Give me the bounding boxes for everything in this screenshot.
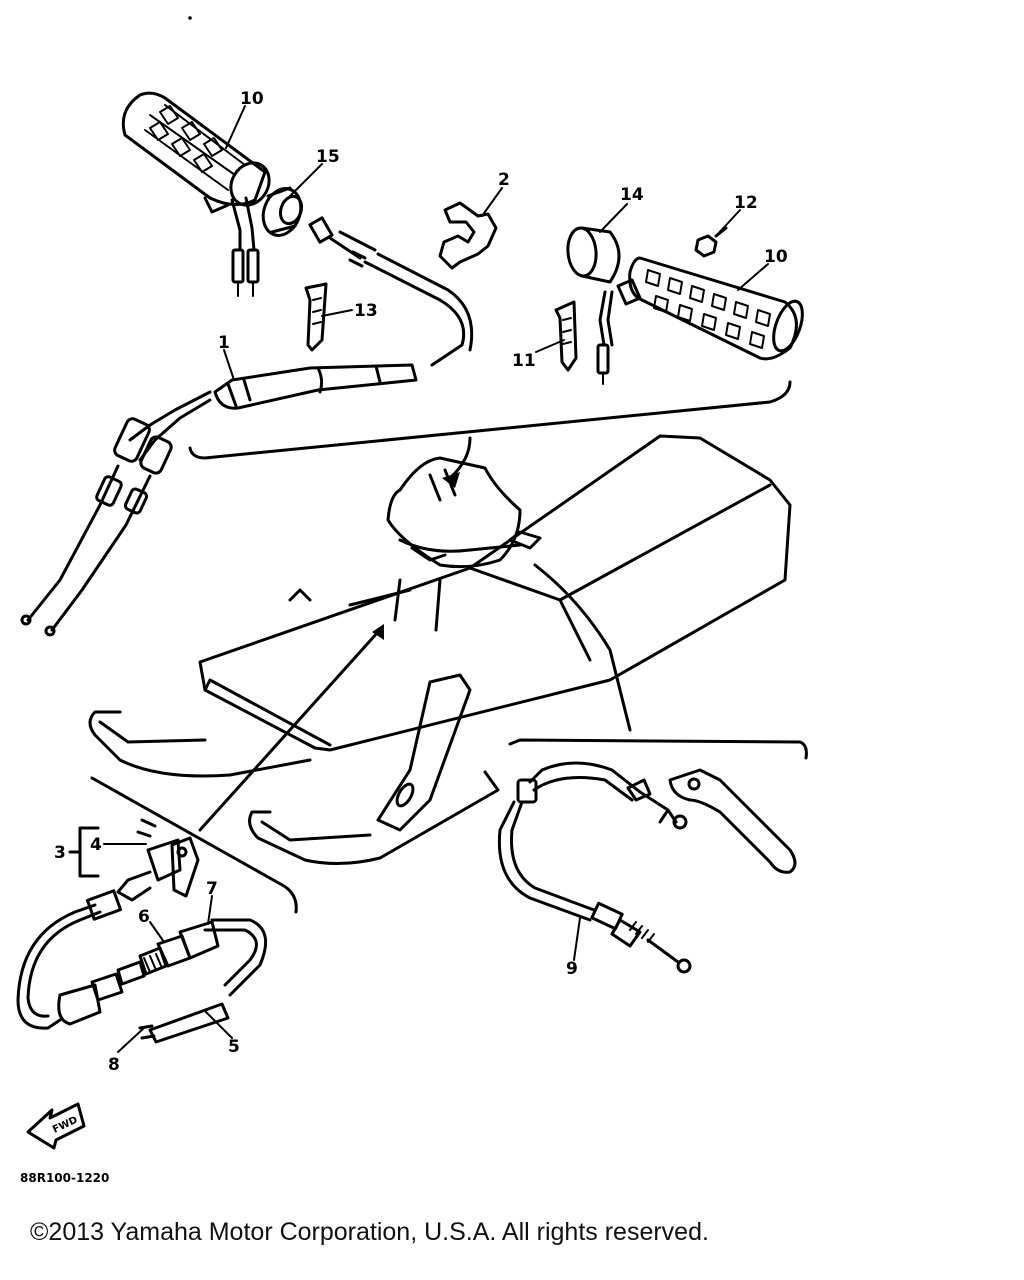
handlebar-1: [20, 363, 418, 637]
label-10-right: 10: [764, 247, 788, 267]
leader-lines: [117, 105, 769, 1053]
label-4: 4: [90, 835, 102, 855]
brake-cable-route: [533, 563, 632, 732]
snowmobile-body: [88, 434, 792, 866]
group-bracket-top: [188, 380, 792, 460]
choke-lever-3: [116, 818, 200, 902]
group-bracket-left: [90, 776, 298, 914]
label-14: 14: [620, 185, 644, 205]
label-2: 2: [498, 170, 510, 190]
ring-15: [261, 186, 304, 237]
label-5: 5: [228, 1037, 240, 1057]
label-1: 1: [218, 333, 230, 353]
callout-bracket-3-4: [68, 826, 147, 878]
drawing-code: 88R100-1220: [20, 1171, 109, 1185]
label-10-left: 10: [240, 89, 264, 109]
choke-cable: [16, 889, 268, 1030]
throttle-cable: [308, 216, 474, 367]
copyright-notice: ©2013 Yamaha Motor Corporation, U.S.A. A…: [30, 1218, 709, 1246]
left-grip: [121, 91, 271, 297]
brake-lever: [668, 768, 797, 874]
plunger-assembly: [57, 920, 220, 1026]
switch-11: [554, 300, 578, 372]
fwd-label: FWD: [51, 1115, 79, 1136]
right-grip: [596, 256, 804, 385]
group-bracket-right: [508, 738, 808, 760]
label-8: 8: [108, 1055, 120, 1075]
label-3: 3: [54, 843, 66, 863]
label-12: 12: [734, 193, 758, 213]
part-labels: 10 15 2 14 12 10 13 11 1 3 4 7 6 5 8 9: [54, 89, 788, 1075]
pointer-arrow-top: [442, 436, 472, 488]
switch-13: [304, 282, 328, 352]
pointer-arrow-left: [198, 624, 384, 832]
label-9: 9: [566, 959, 578, 979]
label-11: 11: [512, 351, 536, 371]
spacer-14: [566, 226, 621, 284]
label-6: 6: [138, 907, 150, 927]
fwd-arrow-icon: FWD: [26, 1102, 86, 1150]
bolt-12: [694, 226, 728, 258]
clip-2: [438, 201, 498, 270]
label-15: 15: [316, 147, 340, 167]
brake-cable-9: [497, 761, 692, 974]
label-7: 7: [206, 879, 218, 899]
label-13: 13: [354, 301, 378, 321]
choke-tube-5: [138, 1002, 230, 1044]
